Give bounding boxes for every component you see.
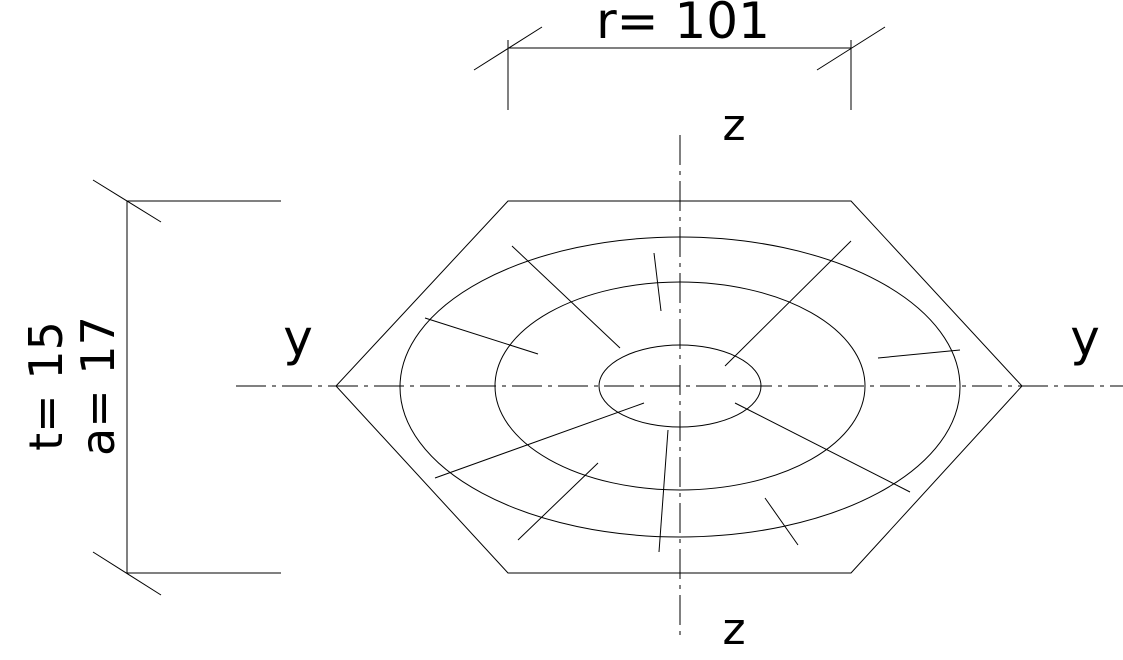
inner-ellipse xyxy=(598,344,762,428)
top-dimension-label: r= 101 xyxy=(596,0,770,50)
left-dimension xyxy=(92,179,281,596)
top-dimension xyxy=(473,26,886,110)
left-dimension-label-b: t= 15 xyxy=(19,321,73,451)
outer-ellipse xyxy=(399,236,961,538)
radial-lines xyxy=(424,240,961,553)
z-axis-label-top: z xyxy=(722,100,745,151)
hexagon-outline xyxy=(335,200,1023,574)
left-dimension-label-a: a= 17 xyxy=(71,316,125,456)
middle-ellipse xyxy=(494,281,866,491)
z-axis-label-bottom: z xyxy=(722,604,745,655)
y-axis-label-right: y xyxy=(1070,309,1100,367)
y-axis-label-left: y xyxy=(283,309,313,367)
